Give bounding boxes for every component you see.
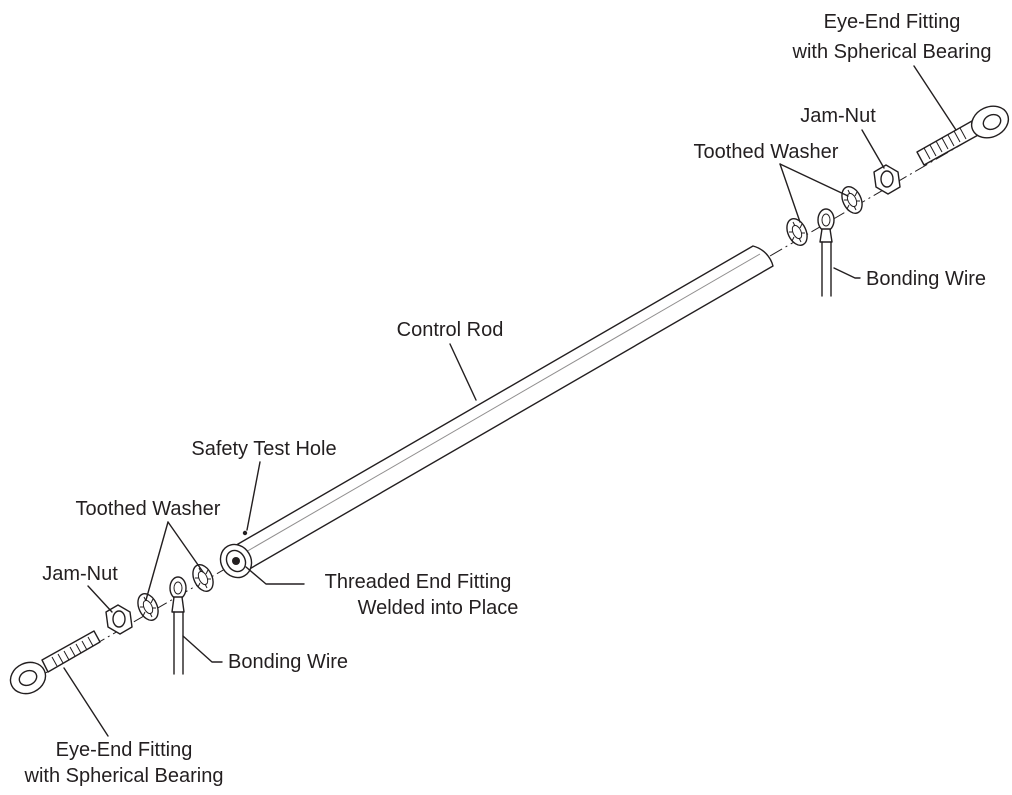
label-safety-test-hole: Safety Test Hole [191,438,336,460]
label-jam-nut-top: Jam-Nut [800,105,876,127]
label-threaded-end-fitting-line2: Welded into Place [358,597,519,619]
toothed-washer-lower-left [137,593,159,621]
label-control-rod: Control Rod [397,319,504,341]
eye-end-fitting-upper [916,105,1010,166]
label-eye-end-fitting-bottom-line2: with Spherical Bearing [24,765,224,787]
label-eye-end-fitting-top-line2: with Spherical Bearing [792,41,992,63]
label-eye-end-fitting-bottom-line1: Eye-End Fitting [56,739,193,761]
control-rod [219,245,774,579]
bonding-wire-upper [821,241,832,297]
label-bonding-wire-top: Bonding Wire [866,268,986,290]
label-bonding-wire-bottom: Bonding Wire [228,651,348,673]
label-toothed-washer-top: Toothed Washer [694,141,839,163]
safety-test-hole [242,530,248,536]
bonding-wire-lug-lower [169,576,187,613]
eye-end-fitting-lower [9,630,101,695]
toothed-washer-upper-right [841,186,863,214]
toothed-washer-lower-right [192,564,214,592]
bonding-wire-lug-upper [817,208,835,243]
label-jam-nut-bottom: Jam-Nut [42,563,118,585]
bonding-wire-lower [173,611,184,675]
label-eye-end-fitting-top-line1: Eye-End Fitting [824,11,961,33]
jam-nut-upper [873,164,901,195]
label-toothed-washer-bottom: Toothed Washer [76,498,221,520]
toothed-washer-upper-left [786,218,808,246]
leader-lines [63,65,957,737]
label-threaded-end-fitting-line1: Threaded End Fitting [325,571,512,593]
